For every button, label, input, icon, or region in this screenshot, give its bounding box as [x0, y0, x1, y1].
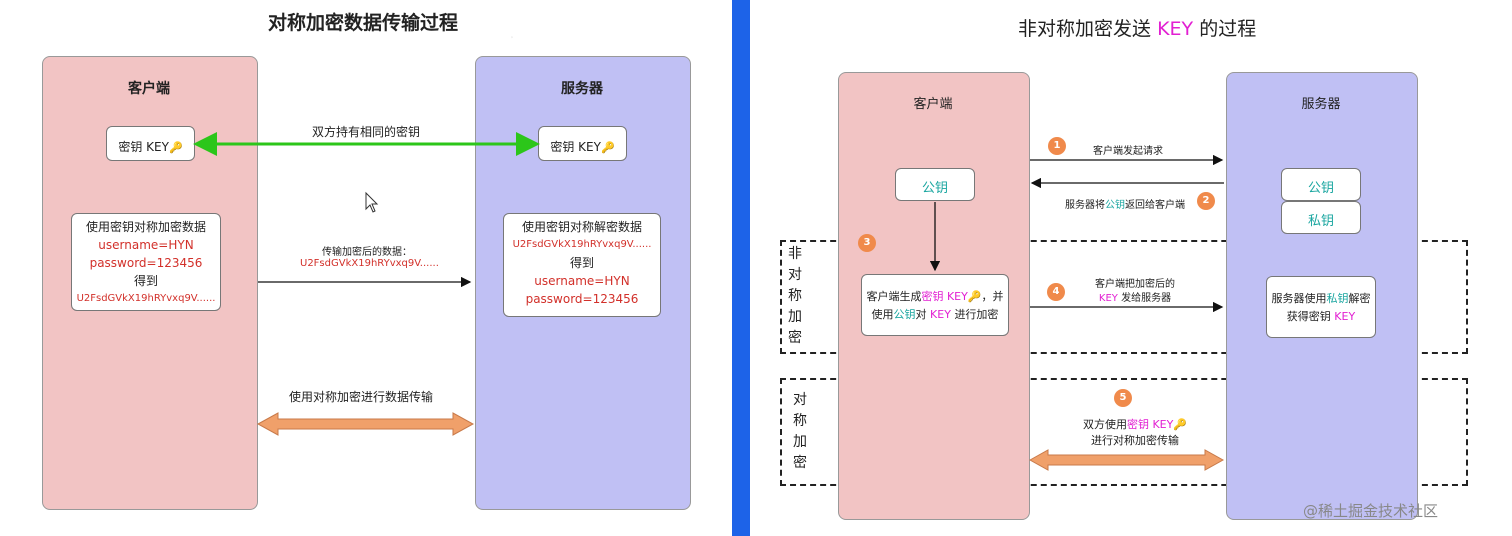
left-server-decrypt-box: 使用密钥对称解密数据 U2FsdGVkX19hRYvxq9V...... 得到 …: [503, 213, 661, 317]
transfer-value: U2FsdGVkX19hRYvxq9V......: [300, 258, 439, 269]
asym-char: 非: [788, 246, 802, 262]
server-dec-text: 服务器使用: [1271, 292, 1327, 305]
step-4-badge: 4: [1047, 283, 1065, 301]
left-client-key-label: 密钥 KEY: [118, 140, 169, 154]
step-3-badge: 3: [858, 234, 876, 252]
server-decrypt-heading: 使用密钥对称解密数据: [521, 220, 642, 234]
client-gen-public: 公钥: [893, 308, 916, 321]
step4-text-a: 客户端把加密后的: [1095, 279, 1175, 290]
panel-divider: [732, 0, 750, 536]
step5-text: 双方使用密钥 KEY🔑 进行对称加密传输: [1060, 417, 1210, 449]
asym-section-box: [780, 240, 1468, 354]
sym-vertical-label: 对 称 加 密: [790, 390, 810, 474]
sym-char: 加: [793, 434, 807, 450]
sym-char: 称: [793, 413, 807, 429]
client-username: username=HYN: [98, 238, 194, 252]
left-panel: 对称加密数据传输过程 客户端 服务器 密钥 KEY🔑 密钥 KEY🔑 双方持有相…: [0, 0, 732, 536]
step4-text-key: KEY: [1098, 293, 1118, 304]
step2-text-a: 服务器将: [1065, 200, 1105, 211]
sym-char: 对: [793, 392, 807, 408]
step2-text-public: 公钥: [1105, 200, 1125, 211]
left-client-label: 客户端: [128, 81, 170, 97]
client-result-label: 得到: [133, 274, 158, 288]
client-generate-box: 客户端生成密钥 KEY🔑，并 使用公钥对 KEY 进行加密: [861, 274, 1009, 336]
step-2-badge: 2: [1197, 192, 1215, 210]
step-5-badge: 5: [1114, 389, 1132, 407]
asym-char: 对: [788, 267, 802, 283]
client-public-key-label: 公钥: [921, 181, 948, 196]
server-private-key-box: 私钥: [1281, 201, 1361, 234]
right-title-key: KEY: [1157, 18, 1194, 40]
left-title: 对称加密数据传输过程: [268, 12, 459, 34]
step4-text: 客户端把加密后的 KEY 发给服务器: [1080, 278, 1190, 306]
client-gen-text: ，并: [981, 290, 1004, 303]
cursor-icon: [365, 191, 379, 213]
key-icon: 🔑: [967, 290, 982, 303]
step-1-badge: 1: [1048, 137, 1066, 155]
right-title: 非对称加密发送 KEY 的过程: [1018, 14, 1256, 41]
client-generate-line1: 客户端生成密钥 KEY🔑，并: [862, 288, 1008, 306]
asym-char: 密: [788, 330, 802, 346]
client-gen-key: 密钥 KEY: [921, 290, 968, 303]
server-result-label: 得到: [569, 256, 594, 270]
step5-text-c: 进行对称加密传输: [1091, 434, 1179, 447]
right-server-label: 服务器: [1301, 97, 1341, 112]
right-title-b: 的过程: [1199, 18, 1257, 40]
client-gen-keyword: KEY: [930, 308, 951, 321]
sym-transfer-text: 使用对称加密进行数据传输: [289, 390, 434, 404]
server-private-key-label: 私钥: [1307, 214, 1334, 229]
sym-section-box: [780, 378, 1468, 486]
server-dec-private: 私钥: [1326, 292, 1349, 305]
asym-char: 称: [788, 288, 802, 304]
server-decrypt-key-box: 服务器使用私钥解密 获得密钥 KEY: [1266, 276, 1376, 338]
right-panel: 非对称加密发送 KEY 的过程 客户端 服务器 非 对 称 加 密 对 称 加 …: [750, 0, 1512, 536]
sym-char: 密: [793, 455, 807, 471]
server-decrypt-line1: 服务器使用私钥解密: [1267, 290, 1375, 308]
left-server-key-box: 密钥 KEY🔑: [538, 126, 627, 161]
key-icon: 🔑: [168, 141, 183, 154]
asym-vertical-label: 非 对 称 加 密: [785, 244, 805, 349]
client-gen-text: 客户端生成: [866, 290, 922, 303]
site-watermark: @稀土掘金技术社区: [1303, 502, 1439, 520]
left-arrows: [193, 132, 540, 436]
step1-text: 客户端发起请求: [1093, 146, 1163, 157]
right-title-a: 非对称加密发送: [1018, 18, 1152, 40]
client-public-key-box: 公钥: [895, 168, 975, 201]
server-ciphertext: U2FsdGVkX19hRYvxq9V......: [512, 239, 652, 250]
right-arrows: [929, 154, 1225, 471]
client-generate-line2: 使用公钥对 KEY 进行加密: [862, 306, 1008, 324]
server-public-key-label: 公钥: [1307, 181, 1334, 196]
server-decrypt-line2: 获得密钥 KEY: [1267, 308, 1375, 326]
step5-text-key: 密钥 KEY: [1126, 418, 1174, 431]
server-dec-text: 获得密钥: [1286, 310, 1331, 323]
right-client-label: 客户端: [913, 97, 953, 112]
left-server-label: 服务器: [561, 81, 603, 97]
left-server-key-label: 密钥 KEY: [550, 140, 601, 154]
step4-text-c: 发给服务器: [1121, 293, 1172, 304]
left-client-encrypt-box: 使用密钥对称加密数据 username=HYN password=123456 …: [71, 213, 221, 311]
client-gen-text: 进行加密: [954, 308, 999, 321]
step2-text: 服务器将公钥返回给客户端: [1065, 196, 1185, 211]
server-username: username=HYN: [534, 274, 630, 288]
server-dec-text: 解密: [1348, 292, 1371, 305]
asym-char: 加: [788, 309, 802, 325]
client-password: password=123456: [89, 256, 203, 270]
key-icon: 🔑: [600, 141, 615, 154]
client-gen-text: 使用: [871, 308, 894, 321]
step5-double-arrow: [1028, 449, 1225, 471]
step2-text-c: 返回给客户端: [1125, 200, 1185, 211]
sym-double-arrow: [256, 412, 475, 436]
transfer-label: 传输加密后的数据：: [322, 247, 412, 258]
client-encrypt-heading: 使用密钥对称加密数据: [85, 220, 206, 234]
server-public-key-box: 公钥: [1281, 168, 1361, 201]
client-gen-text: 对: [915, 308, 927, 321]
step5-text-a: 双方使用: [1082, 418, 1127, 431]
key-icon: 🔑: [1173, 418, 1188, 431]
server-dec-key: KEY: [1334, 310, 1356, 323]
server-password: password=123456: [525, 292, 639, 306]
left-client-key-box: 密钥 KEY🔑: [106, 126, 195, 161]
client-ciphertext: U2FsdGVkX19hRYvxq9V......: [76, 293, 216, 304]
